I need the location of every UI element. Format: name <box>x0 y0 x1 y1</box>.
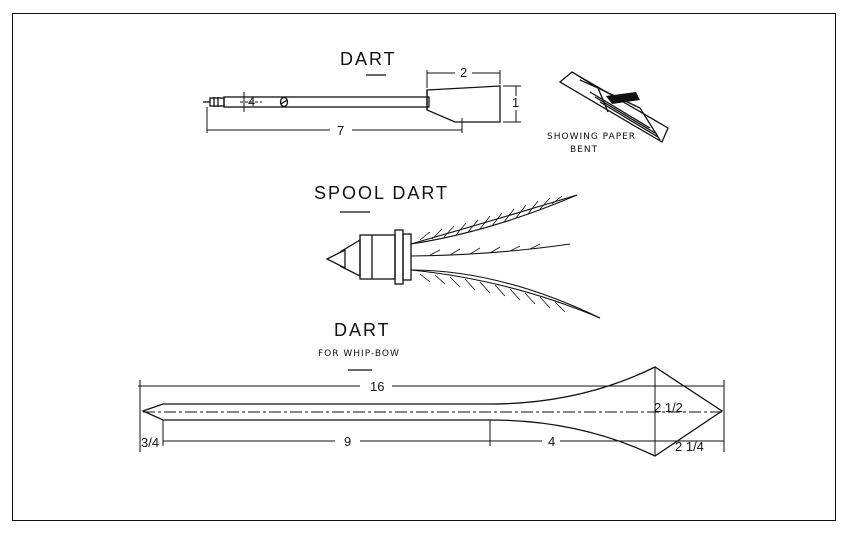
spool-flange <box>394 229 404 285</box>
top-dart-fin <box>426 85 501 123</box>
top-dart: DART 4 7 <box>203 49 669 155</box>
bent-paper-detail <box>558 71 669 143</box>
whip-dart-dim-tip: 3/4 <box>141 435 159 450</box>
whip-dart-dim-total: 16 <box>370 379 384 394</box>
top-dart-dim-fin-length: 2 <box>460 65 467 80</box>
whip-dart-dim-head: 4 <box>548 434 555 449</box>
top-dart-dim-length: 7 <box>337 123 344 138</box>
whip-dart-dim-back: 2 1/4 <box>675 439 704 454</box>
top-dart-dim-shaft: 4 <box>248 94 255 109</box>
bent-paper-caption-2: BENT <box>570 145 598 155</box>
spool-dart-title: SPOOL DART <box>314 183 449 203</box>
whip-dart-title: DART <box>334 320 391 340</box>
spool-dart: SPOOL DART <box>314 183 601 319</box>
sheet-border <box>12 13 836 521</box>
feathers <box>410 194 601 319</box>
spool-dart-point <box>325 248 346 270</box>
top-dart-title: DART <box>340 49 397 69</box>
whip-dart-dim-shaft: 9 <box>344 434 351 449</box>
whip-dart-dim-width: 2 1/2 <box>654 400 683 415</box>
whip-dart-outline <box>141 366 724 457</box>
top-dart-dim-fin-height: 1 <box>512 95 519 110</box>
spool-body <box>359 234 396 280</box>
top-dart-screw <box>279 96 289 108</box>
whip-bow-dart: DART FOR WHIP-BOW 16 9 4 3/4 <box>138 320 725 457</box>
top-dart-pin <box>209 97 225 107</box>
bent-paper-caption-1: SHOWING PAPER <box>547 132 636 142</box>
whip-dart-subtitle: FOR WHIP-BOW <box>318 349 400 359</box>
